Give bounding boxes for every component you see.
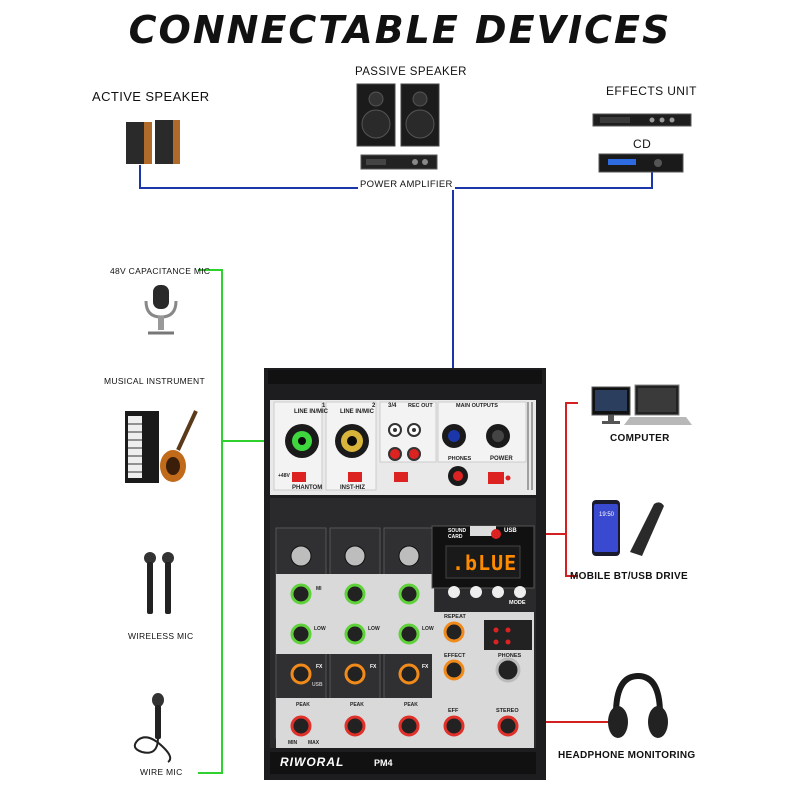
guitar-icon bbox=[160, 410, 198, 482]
red-computer-line bbox=[565, 402, 578, 577]
musical-instrument-label: MUSICAL INSTRUMENT bbox=[104, 376, 205, 386]
ch2-fx-label: FX bbox=[370, 664, 377, 670]
power-amplifier-icon bbox=[360, 154, 438, 170]
ch1-mi-label: MI bbox=[316, 586, 322, 592]
plus48v-label: +48V bbox=[278, 473, 290, 479]
wire-mic-label: WIRE MIC bbox=[140, 767, 183, 777]
passive-speaker-label: PASSIVE SPEAKER bbox=[355, 66, 467, 78]
keyboard-icon bbox=[125, 411, 159, 483]
wired-mic-icon bbox=[133, 693, 172, 763]
wireless-mic-label: WIRELESS MIC bbox=[128, 631, 194, 641]
sound-card-label: SOUND CARD bbox=[448, 528, 467, 540]
ch34-low-label: LOW bbox=[422, 626, 434, 632]
ch2-low-label: LOW bbox=[368, 626, 380, 632]
main-outputs-label: MAIN OUTPUTS bbox=[456, 403, 498, 409]
ch1-low-label: LOW bbox=[314, 626, 326, 632]
led-display: .bLUE bbox=[452, 551, 518, 575]
ch1-number: 1 bbox=[322, 403, 326, 409]
mixer: LINE IN/MIC LINE IN/MIC 1 2 3/4 REC OUT … bbox=[264, 368, 546, 780]
headphone-label: HEADPHONE MONITORING bbox=[558, 750, 696, 761]
rec-out-label: REC OUT bbox=[408, 403, 433, 409]
headphones-icon bbox=[608, 672, 668, 738]
stereo-label: STEREO bbox=[496, 708, 519, 714]
condenser-mic-icon bbox=[144, 285, 178, 335]
effects-unit-label: EFFECTS UNIT bbox=[606, 84, 697, 98]
phones-jack-label: PHONES bbox=[448, 456, 472, 462]
ch2-line-mic-label: LINE IN/MIC bbox=[340, 409, 374, 415]
ch2-peak-label: PEAK bbox=[350, 702, 364, 708]
phones-knob-label: PHONES bbox=[498, 653, 522, 659]
eff-label: EFF bbox=[448, 708, 459, 714]
ch34-number: 3/4 bbox=[388, 403, 397, 409]
capacitance-mic-label: 48V CAPACITANCE MIC bbox=[110, 266, 211, 276]
ch1-fx-label: FX bbox=[316, 664, 323, 670]
phantom-label: PHANTOM bbox=[292, 485, 323, 491]
ch1-peak-label: PEAK bbox=[296, 702, 310, 708]
effect-label: EFFECT bbox=[444, 653, 466, 659]
passive-speaker-icon bbox=[356, 83, 440, 147]
repeat-label: REPEAT bbox=[444, 614, 466, 620]
wireless-mic-icon bbox=[144, 552, 174, 614]
computer-icon bbox=[591, 384, 692, 425]
effects-unit-icon bbox=[592, 113, 692, 127]
mobile-label: MOBILE BT/USB DRIVE bbox=[570, 571, 688, 582]
svg-text:19:50: 19:50 bbox=[599, 512, 615, 518]
cd-label: CD bbox=[633, 137, 652, 151]
ch1-min-label: MIN bbox=[288, 740, 298, 746]
power-label: POWER bbox=[490, 456, 513, 462]
green-connection-line bbox=[198, 269, 223, 774]
inst-hiz-label: INST-HIZ bbox=[340, 485, 365, 491]
power-amplifier-label: POWER AMPLIFIER bbox=[358, 179, 455, 190]
ch1-max-label: MAX bbox=[308, 740, 320, 746]
cd-player-icon bbox=[598, 153, 684, 173]
model-label: PM4 bbox=[374, 758, 393, 768]
active-speaker-label: ACTIVE SPEAKER bbox=[92, 89, 210, 104]
ch2-number: 2 bbox=[372, 403, 376, 409]
mode-label: MODE bbox=[509, 600, 526, 606]
usb-label: USB bbox=[504, 528, 517, 534]
usb-small-label: USB bbox=[312, 682, 323, 688]
ch34-peak-label: PEAK bbox=[404, 702, 418, 708]
ch1-line-mic-label: LINE IN/MIC bbox=[294, 409, 328, 415]
computer-label: COMPUTER bbox=[610, 433, 670, 444]
phone-usb-icon: 19:50 bbox=[592, 500, 664, 556]
active-speaker-icon bbox=[126, 120, 180, 164]
ch34-fx-label: FX bbox=[422, 664, 429, 670]
brand-logo: RIWORAL bbox=[280, 755, 345, 769]
page-title: CONNECTABLE DEVICES bbox=[128, 8, 672, 52]
mixer-body bbox=[264, 368, 546, 780]
